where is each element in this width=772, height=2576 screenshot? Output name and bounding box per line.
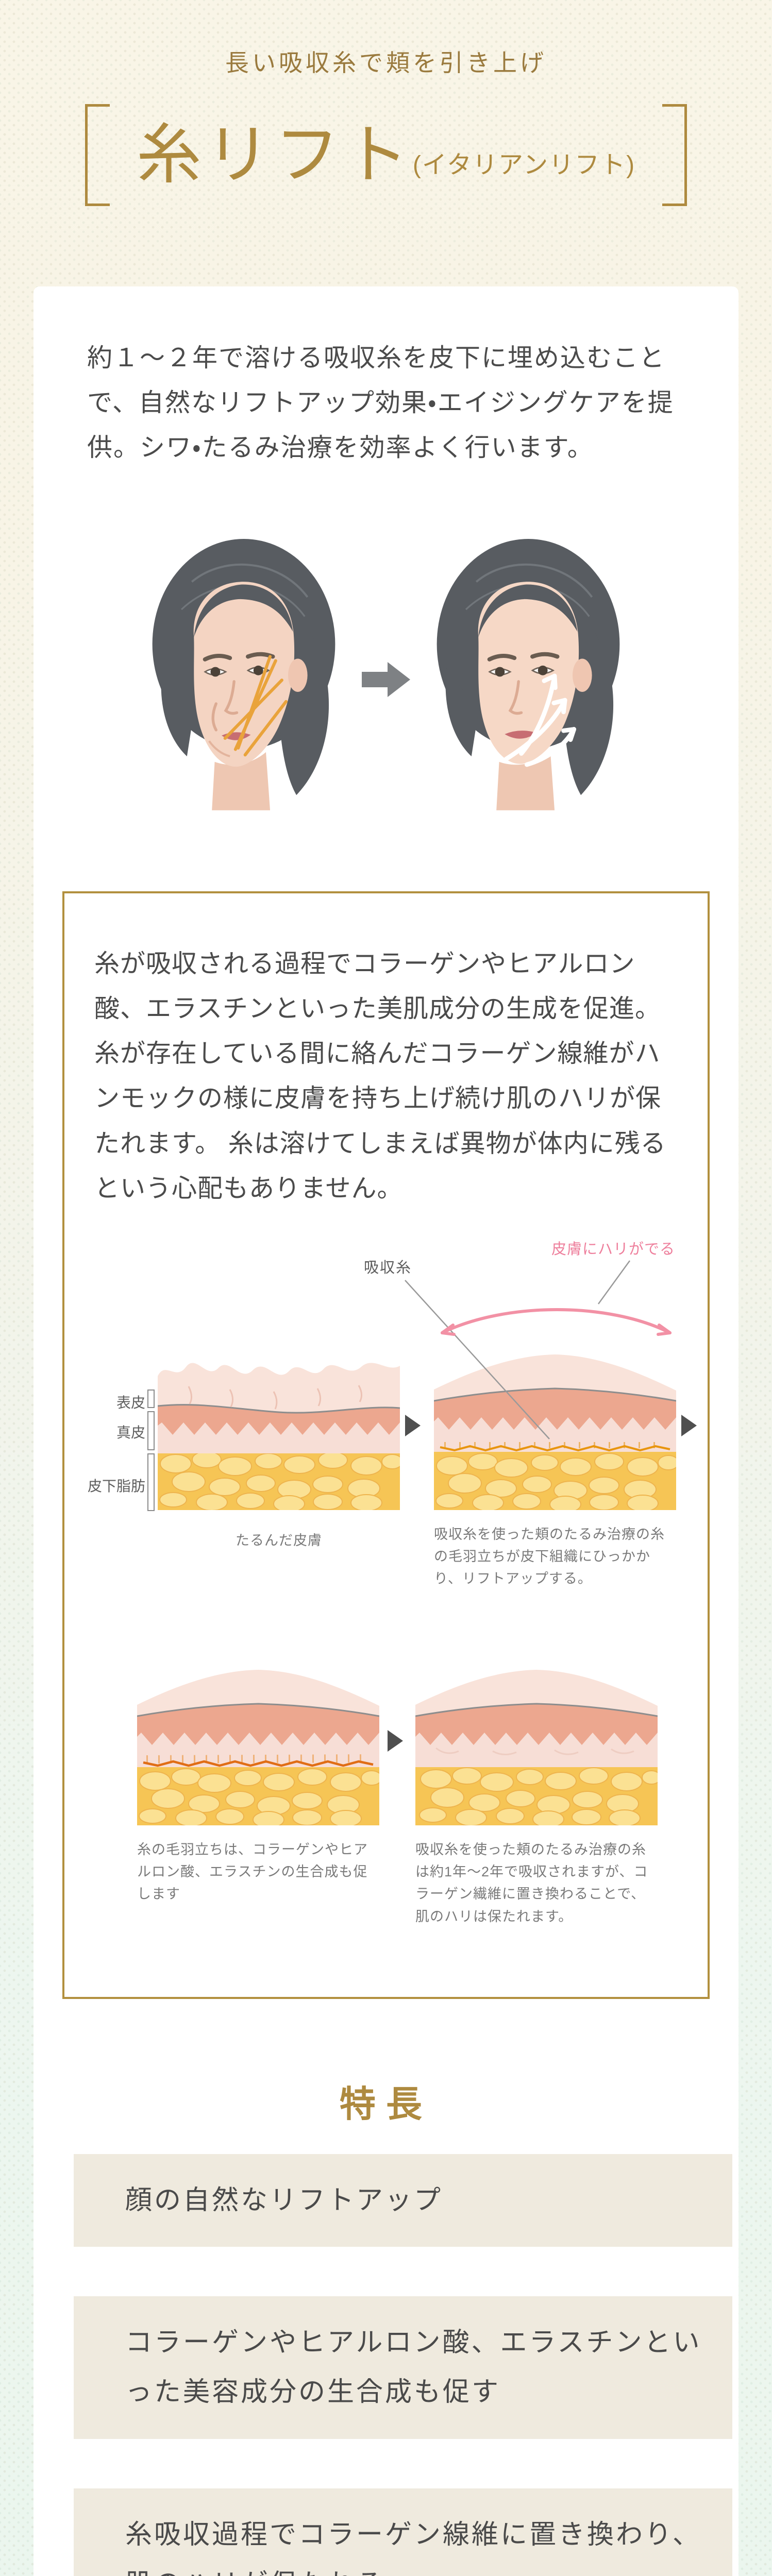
lift-arrows-icon xyxy=(504,673,577,767)
layer-label-dermis: 真皮 xyxy=(116,1424,145,1440)
mechanism-box: 糸が吸収される過程でコラーゲンやヒアルロン酸、エラスチンといった美肌成分の生成を… xyxy=(62,891,710,1999)
feature-card: 糸吸収過程でコラーゲン線維に置き換わり、肌のハリが保たれる xyxy=(74,2488,732,2576)
fat-bracket-icon xyxy=(147,1453,155,1511)
panel-caption: 吸収糸を使った頬のたるみ治療の糸の毛羽立ちが皮下組織にひっかかり、リフトアップす… xyxy=(434,1526,665,1587)
skin-panel-sagging xyxy=(158,1363,400,1510)
skin-diagram: 吸収糸 皮膚にハリがでる 表皮 真皮 皮下脂肪 xyxy=(88,1237,697,1956)
transition-arrow-icon xyxy=(362,662,410,697)
layer-label-fat: 皮下脂肪 xyxy=(88,1478,146,1494)
dermis-bracket-icon xyxy=(147,1411,155,1450)
feature-card: 顔の自然なリフトアップ xyxy=(74,2154,732,2247)
intro-text: 約１～２年で溶ける吸収糸を皮下に埋め込むことで、自然なリフトアップ効果・エイジン… xyxy=(87,344,674,462)
page-title: 糸リフト xyxy=(136,118,413,191)
page-title-block: 糸リフト (イタリアンリフト) xyxy=(0,104,772,206)
panel-caption: 糸の毛羽立ちは、コラーゲンやヒアルロン酸、エラスチンの生合成も促します xyxy=(137,1841,368,1902)
feature-card: コラーゲンやヒアルロン酸、エラスチンといった美容成分の生合成も促す xyxy=(74,2296,732,2439)
firmness-leader-line-icon xyxy=(597,1260,631,1304)
absorbable-thread-icon xyxy=(143,1760,374,1767)
content-card: 約１～２年で溶ける吸収糸を皮下に埋め込むことで、自然なリフトアップ効果・エイジン… xyxy=(33,286,739,2576)
before-after-illustration xyxy=(33,528,739,816)
feature-text: 糸吸収過程でコラーゲン線維に置き換わり、肌のハリが保たれる xyxy=(125,2519,701,2576)
skin-firmness-label: 皮膚にハリがでる xyxy=(551,1241,676,1258)
feature-text: コラーゲンやヒアルロン酸、エラスチンといった美容成分の生合成も促す xyxy=(125,2328,702,2408)
feature-text: 顔の自然なリフトアップ xyxy=(125,2185,443,2215)
epidermis-bracket-icon xyxy=(147,1389,155,1408)
after-face-illustration xyxy=(437,538,620,810)
title-bracket-left-icon xyxy=(85,104,110,206)
thread-lines-icon xyxy=(223,655,288,756)
layer-label-epidermis: 表皮 xyxy=(116,1394,145,1411)
title-bracket-right-icon xyxy=(662,104,687,206)
panel-caption: 吸収糸を使った頬のたるみ治療の糸は約1年～2年で吸収されますが、コラーゲン繊維に… xyxy=(415,1841,648,1924)
panel-caption: たるんだ皮膚 xyxy=(236,1532,322,1548)
firmness-arc-icon xyxy=(441,1308,672,1336)
before-face-illustration xyxy=(152,538,335,810)
step-arrow-icon xyxy=(388,1730,403,1752)
skin-panel-absorbed xyxy=(415,1669,658,1825)
thread-label: 吸収糸 xyxy=(364,1259,412,1276)
page-subtitle: (イタリアンリフト) xyxy=(412,151,636,179)
skin-panel-collagen xyxy=(137,1669,379,1825)
features-heading: 特長 xyxy=(340,2083,432,2124)
absorbable-thread-icon xyxy=(440,1445,670,1452)
mechanism-text: 糸が吸収される過程でコラーゲンやヒアルロン酸、エラスチンといった美肌成分の生成を… xyxy=(94,950,666,1202)
skin-panel-thread-lift xyxy=(434,1354,676,1510)
page-tagline: 長い吸収糸で頬を引き上げ xyxy=(225,49,547,76)
step-arrow-icon xyxy=(681,1414,697,1436)
step-arrow-icon xyxy=(405,1414,421,1436)
